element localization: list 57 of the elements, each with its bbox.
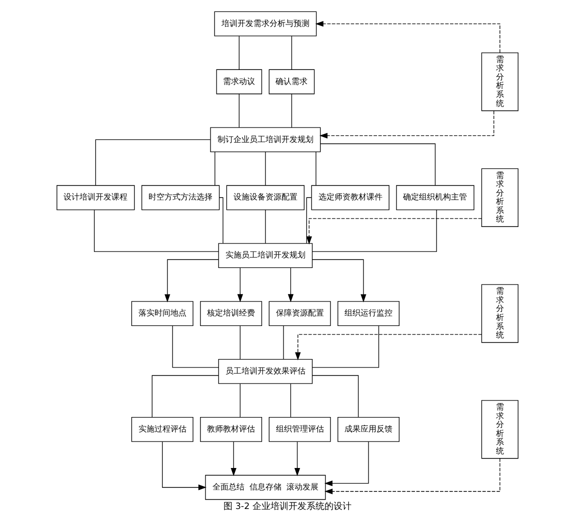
- connector: [320, 142, 436, 186]
- node-box: 确认需求: [268, 68, 315, 94]
- node-box: 需求动议: [216, 68, 262, 94]
- caption: 图 3-2 企业培训开发系统的设计: [224, 502, 352, 512]
- node-box: 需求分析系统: [481, 284, 518, 342]
- arrow: [306, 218, 482, 244]
- arrow: [319, 110, 494, 138]
- node-box: 需求分析系统: [481, 168, 518, 226]
- connector: [283, 324, 284, 360]
- arrow: [312, 258, 366, 302]
- arrow: [295, 334, 482, 360]
- connector: [265, 209, 266, 244]
- arrow: [164, 258, 219, 302]
- arrow: [324, 458, 500, 494]
- arrow: [230, 440, 236, 476]
- arrow: [315, 20, 500, 52]
- node-box: 教师教材评估: [200, 416, 262, 442]
- node-box: 组织管理评估: [268, 416, 331, 442]
- node-box: 核定培训经费: [200, 300, 262, 326]
- connector: [219, 196, 224, 244]
- node-box: 组织运行监控: [338, 300, 400, 326]
- connector: [312, 374, 359, 418]
- node-box: 需求分析系统: [481, 52, 518, 111]
- node-box: 培训开发需求分析与预测: [214, 10, 317, 36]
- connector: [312, 324, 380, 368]
- node-box: 设计培训开发课程: [56, 184, 135, 210]
- connector: [95, 138, 211, 186]
- connector: [94, 209, 219, 252]
- node-box: 确定组织机构主管: [396, 184, 474, 210]
- node-box: 时空方式方法选择: [141, 184, 220, 210]
- node-box: 员工培训开发效果评估: [218, 358, 313, 384]
- connector: [152, 374, 219, 418]
- node-box: 成果应用反馈: [338, 416, 400, 442]
- node-box: 全面总结 信息存储 滚动发展: [205, 474, 326, 500]
- node-box: 保障资源配置: [268, 300, 331, 326]
- arrow: [237, 267, 243, 302]
- node-box: 实施员工培训开发规划: [218, 242, 313, 268]
- connector: [214, 151, 216, 186]
- arrow: [294, 440, 300, 476]
- node-box: 选定师资教材课件: [311, 184, 390, 210]
- arrow: [324, 440, 369, 486]
- connector: [291, 93, 292, 128]
- node-box: 实施过程评估: [131, 416, 194, 442]
- node-box: 设施设备资源配置: [226, 184, 305, 210]
- connector: [265, 151, 266, 186]
- connector: [312, 209, 437, 252]
- connector: [172, 324, 219, 368]
- connector: [238, 35, 240, 70]
- connector: [291, 35, 292, 70]
- arrow: [162, 440, 206, 490]
- node-box: 落实时间地点: [131, 300, 194, 326]
- node-box: 需求分析系统: [481, 400, 518, 458]
- node-box: 制订企业员工培训开发规划: [210, 126, 321, 152]
- arrow: [288, 267, 294, 302]
- connector: [306, 196, 312, 244]
- connector: [238, 93, 240, 128]
- connector: [290, 382, 292, 417]
